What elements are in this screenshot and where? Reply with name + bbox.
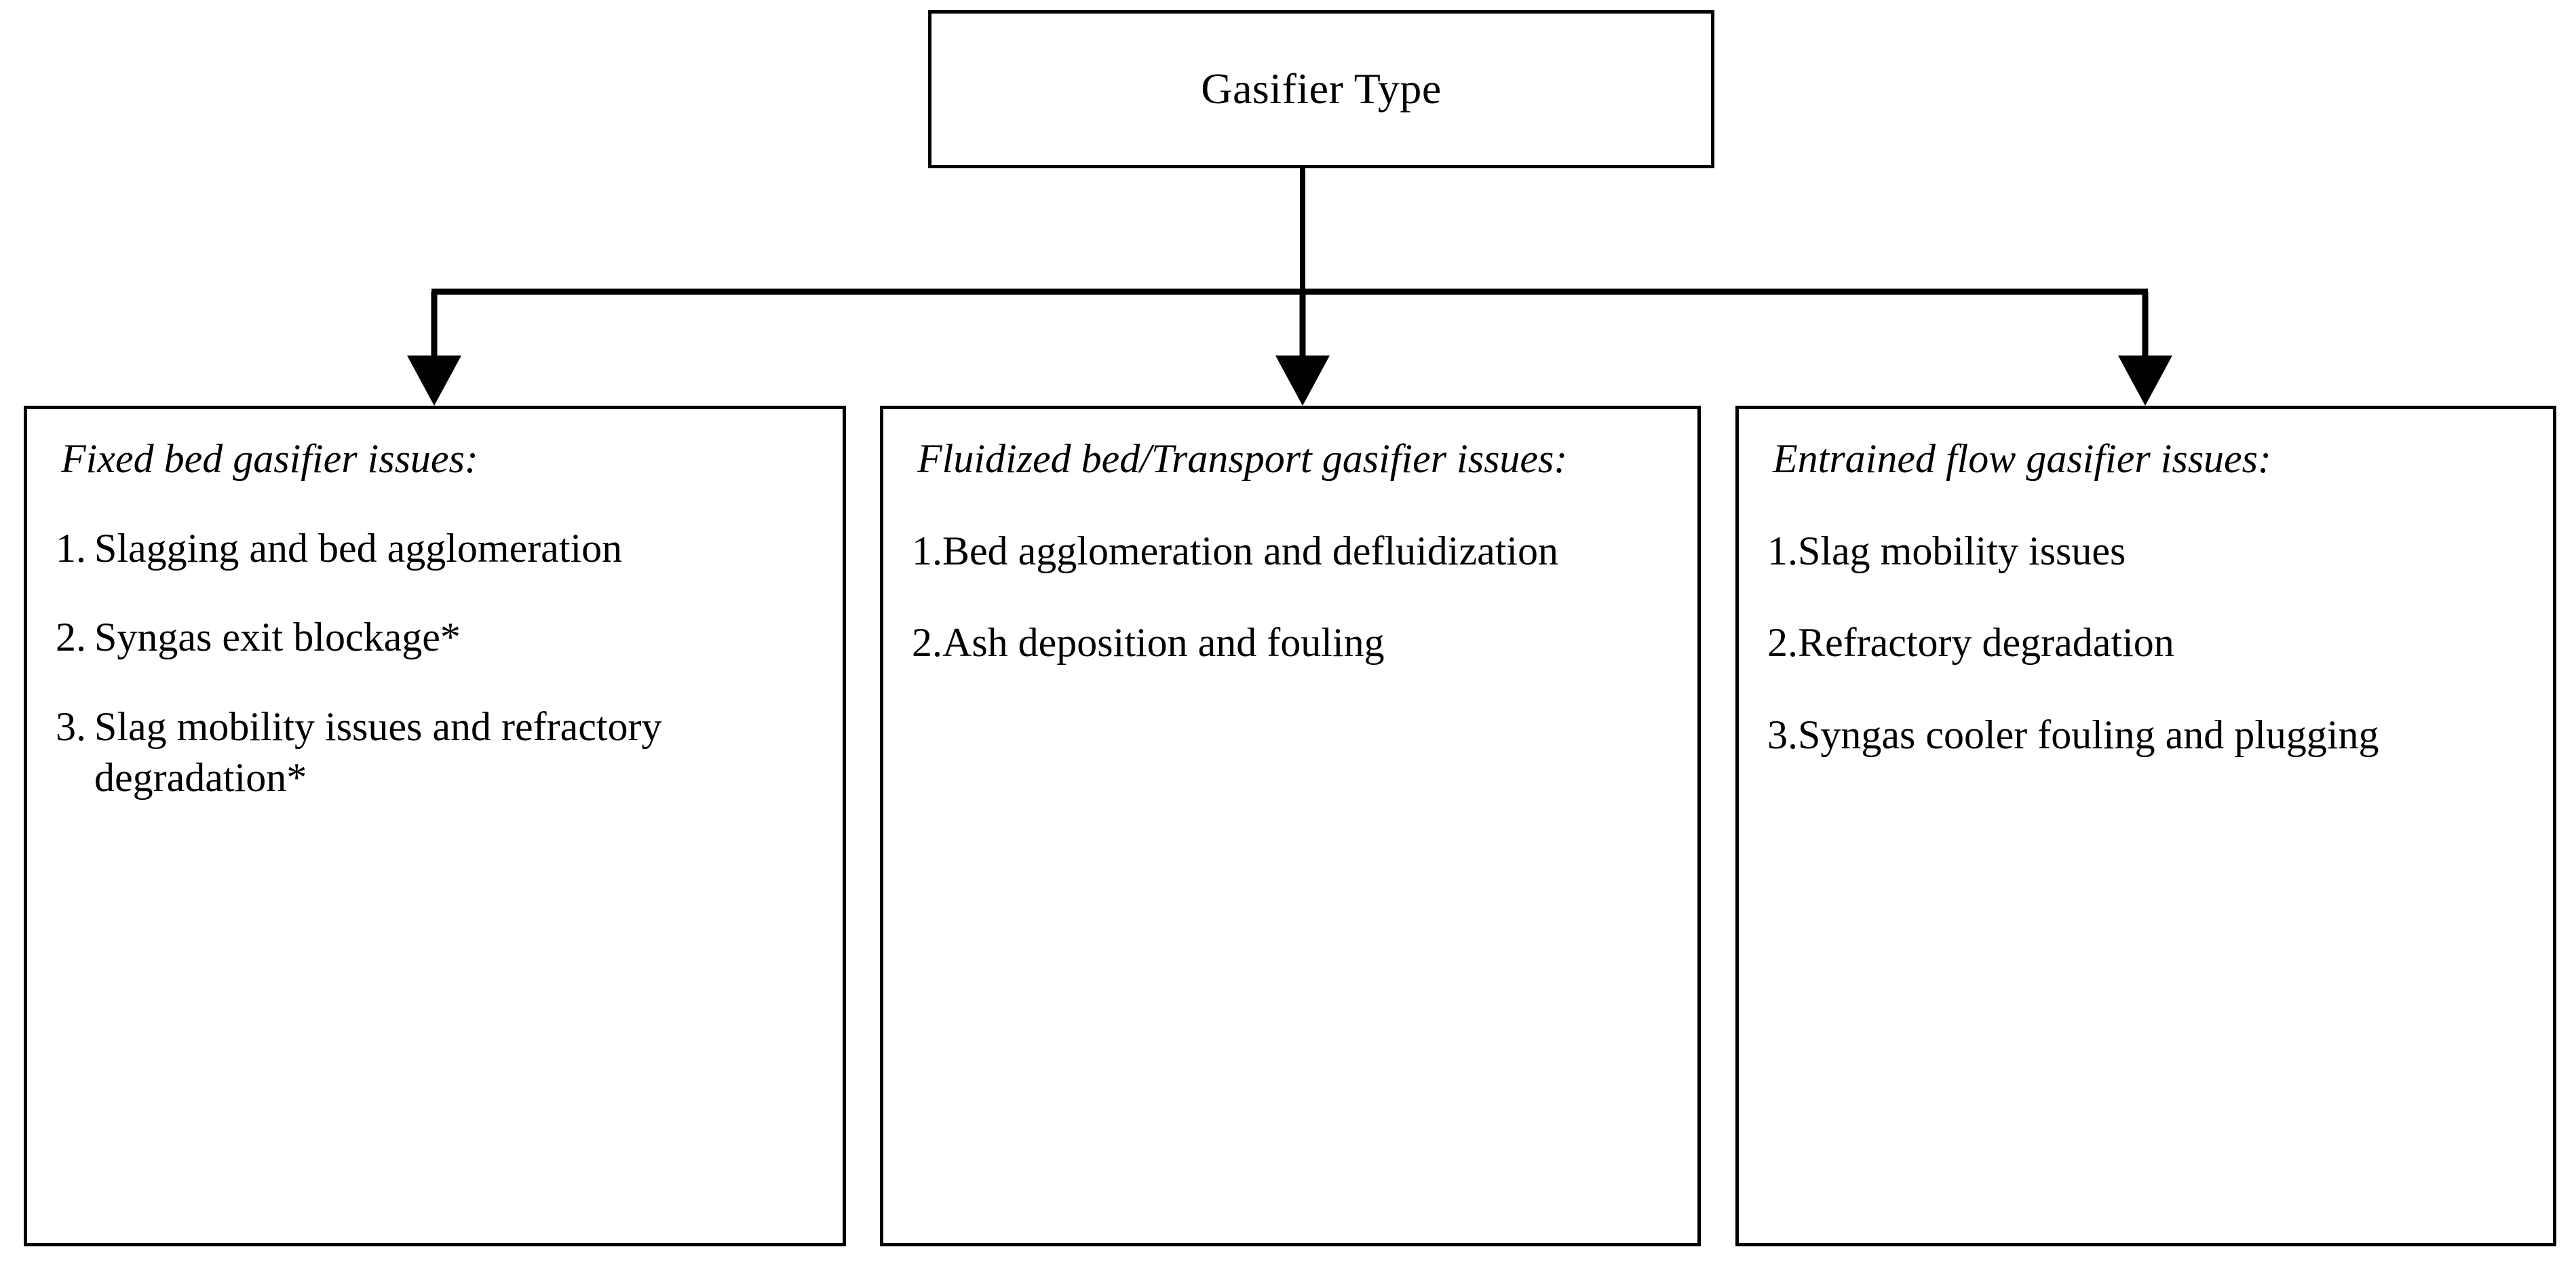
branch-node-entrained-flow: Entrained flow gasifier issues: 1. Slag … <box>1735 406 2556 1246</box>
branch-node-fluidized-bed: Fluidized bed/Transport gasifier issues:… <box>880 406 1701 1246</box>
list-item-marker: 2. <box>912 620 942 666</box>
branch-heading-fluidized-bed: Fluidized bed/Transport gasifier issues: <box>917 436 1568 481</box>
list-item-marker: 1. <box>912 528 942 573</box>
list-item-text: Slag mobility issues <box>1798 528 2126 573</box>
list-item-text: Syngas cooler fouling and plugging <box>1798 712 2379 757</box>
list-item: 3. Slag mobility issues and refractory d… <box>56 702 822 804</box>
branch-heading-entrained-flow: Entrained flow gasifier issues: <box>1773 436 2271 481</box>
list-item-text: Slagging and bed agglomeration <box>94 525 623 571</box>
list-item-marker: 1. <box>56 525 86 571</box>
branch-node-fixed-bed: Fixed bed gasifier issues: 1. Slagging a… <box>24 406 846 1246</box>
list-item: 3. Syngas cooler fouling and plugging <box>1767 710 2533 761</box>
list-item-text: Syngas exit blockage* <box>94 615 461 660</box>
list-item-text: Bed agglomeration and defluidization <box>942 528 1559 573</box>
list-item: 2. Ash deposition and fouling <box>912 617 1677 669</box>
issue-list-fixed-bed: 1. Slagging and bed agglomeration 2. Syn… <box>56 523 822 804</box>
list-item: 2. Syngas exit blockage* <box>56 612 822 664</box>
arrowhead-center <box>1275 356 1330 406</box>
list-item-marker: 2. <box>56 615 86 660</box>
list-item-marker: 3. <box>1767 712 1798 757</box>
list-item-marker: 2. <box>1767 620 1798 666</box>
list-item-text: Refractory degradation <box>1798 620 2174 666</box>
list-item-text: Slag mobility issues and refractory degr… <box>94 704 662 801</box>
root-node-label: Gasifier Type <box>1201 64 1442 113</box>
branch-heading-fixed-bed: Fixed bed gasifier issues: <box>61 436 478 481</box>
issue-list-fluidized-bed: 1. Bed agglomeration and defluidization … <box>912 526 1677 669</box>
arrowhead-left <box>407 356 461 406</box>
list-item-marker: 3. <box>56 704 86 749</box>
issue-list-entrained-flow: 1. Slag mobility issues 2. Refractory de… <box>1767 526 2533 761</box>
list-item-marker: 1. <box>1767 528 1798 573</box>
arrowhead-right <box>2118 356 2172 406</box>
list-item: 1. Bed agglomeration and defluidization <box>912 526 1677 577</box>
root-node-gasifier-type: Gasifier Type <box>928 10 1714 168</box>
list-item: 1. Slagging and bed agglomeration <box>56 523 822 575</box>
list-item: 2. Refractory degradation <box>1767 617 2533 669</box>
list-item: 1. Slag mobility issues <box>1767 526 2533 577</box>
list-item-text: Ash deposition and fouling <box>942 620 1385 666</box>
